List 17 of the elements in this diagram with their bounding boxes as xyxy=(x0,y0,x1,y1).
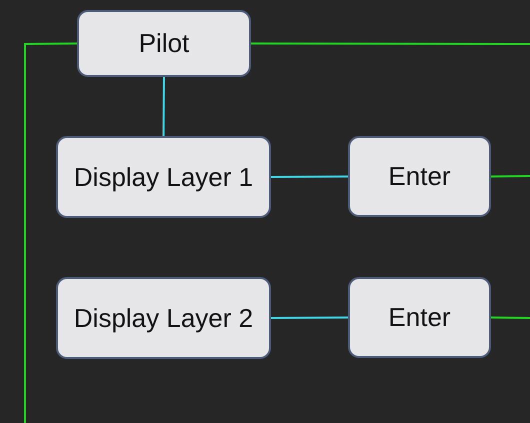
box-label: Enter xyxy=(387,160,452,194)
box-label: Pilot xyxy=(138,27,190,60)
process-box xyxy=(56,277,271,359)
box-label: Display Layer 1 xyxy=(72,160,254,194)
connector-line xyxy=(162,77,165,136)
process-box xyxy=(77,10,251,77)
connector-line xyxy=(490,175,530,178)
connector-line xyxy=(271,176,348,178)
connector-line xyxy=(271,316,348,319)
box-label: Enter xyxy=(387,301,452,334)
process-box xyxy=(348,136,491,217)
box-label: Display Layer 2 xyxy=(72,302,254,335)
connector-line xyxy=(490,316,530,319)
connector-line xyxy=(251,42,530,45)
process-box xyxy=(56,136,271,218)
connector-line xyxy=(24,42,77,423)
process-box xyxy=(348,277,491,358)
